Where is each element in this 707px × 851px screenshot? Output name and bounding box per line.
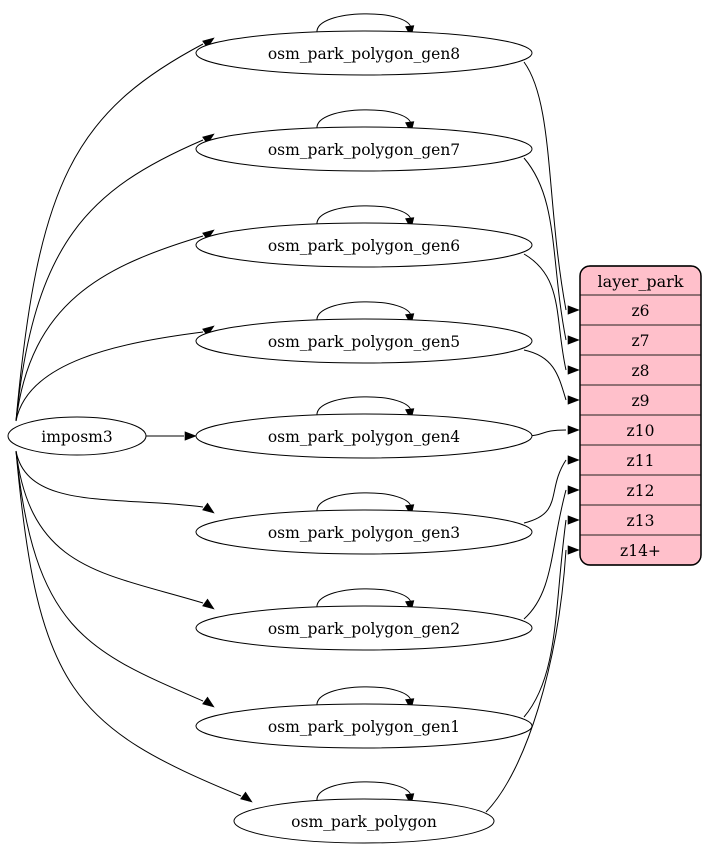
edge-imposm3-to-osm_park_polygon_gen5 <box>15 331 204 422</box>
edge-group-imposm3-to-nodes <box>15 37 253 803</box>
node-ellipse-imposm3 <box>7 416 147 456</box>
node-ellipse-osm_park_polygon_gen6 <box>195 222 533 268</box>
edge-arrow-icon <box>202 502 215 514</box>
edge-imposm3-to-osm_park_polygon_gen8 <box>15 43 204 422</box>
edge-imposm3-to-osm_park_polygon_gen1 <box>15 450 204 702</box>
edge-arrow-icon <box>567 545 580 555</box>
node-osm_park_polygon_gen6[interactable]: osm_park_polygon_gen6 <box>195 222 533 268</box>
self-loop-edge-osm_park_polygon_gen8 <box>316 13 412 34</box>
edge-arrow-icon <box>567 365 580 375</box>
edge-arrow-icon <box>567 455 580 465</box>
node-osm_park_polygon_gen1[interactable]: osm_park_polygon_gen1 <box>195 703 533 749</box>
node-imposm3[interactable]: imposm3 <box>7 416 147 456</box>
edge-osm_park_polygon_gen7-to-z7 <box>523 157 567 341</box>
self-loop-edge-osm_park_polygon_gen6 <box>316 205 412 226</box>
edge-arrow-icon <box>567 305 580 315</box>
node-group-polygons: osm_park_polygon_gen8 osm_park_polygon_ge… <box>195 30 533 844</box>
edge-imposm3-to-osm_park_polygon_gen7 <box>15 139 204 422</box>
edge-osm_park_polygon_gen5-to-z9 <box>523 349 567 401</box>
node-ellipse-osm_park_polygon_gen8 <box>195 30 533 76</box>
edge-arrow-icon <box>184 431 197 441</box>
node-ellipse-osm_park_polygon_gen5 <box>195 318 533 364</box>
node-ellipse-osm_park_polygon_gen1 <box>195 703 533 749</box>
node-ellipse-osm_park_polygon_gen7 <box>195 126 533 172</box>
edge-arrow-icon <box>202 598 215 610</box>
edge-arrow-icon <box>202 133 215 145</box>
edge-osm_park_polygon_gen2-to-z12 <box>523 489 567 620</box>
edge-imposm3-to-osm_park_polygon_gen6 <box>15 235 204 422</box>
edge-osm_park_polygon_gen8-to-z6 <box>523 61 567 311</box>
edge-imposm3-to-osm_park_polygon_gen2 <box>15 450 204 604</box>
edge-arrow-icon <box>202 37 215 49</box>
edge-imposm3-to-osm_park_polygon_gen3 <box>15 450 204 508</box>
layer-park-table-border <box>579 265 702 566</box>
node-osm_park_polygon_gen2[interactable]: osm_park_polygon_gen2 <box>195 605 533 651</box>
node-ellipse-osm_park_polygon_gen3 <box>195 509 533 555</box>
self-loop-edge-osm_park_polygon_gen3 <box>316 492 412 513</box>
edge-osm_park_polygon_gen3-to-z11 <box>523 459 567 524</box>
edge-osm_park_polygon_gen1-to-z13 <box>523 519 567 718</box>
edge-imposm3-to-osm_park_polygon <box>15 450 242 797</box>
edge-osm_park_polygon_gen6-to-z8 <box>523 253 567 371</box>
node-osm_park_polygon_gen3[interactable]: osm_park_polygon_gen3 <box>195 509 533 555</box>
edge-arrow-icon <box>202 325 215 337</box>
edge-arrow-icon <box>567 515 580 525</box>
edge-arrow-icon <box>240 791 253 803</box>
self-loop-edge-osm_park_polygon_gen1 <box>316 686 412 707</box>
self-loop-edge-osm_park_polygon_gen5 <box>316 301 412 322</box>
node-osm_park_polygon_gen4[interactable]: osm_park_polygon_gen4 <box>195 413 533 459</box>
self-loop-edge-osm_park_polygon_gen7 <box>316 109 412 130</box>
node-ellipse-osm_park_polygon_gen4 <box>195 413 533 459</box>
edge-group-nodes-to-table <box>485 61 580 813</box>
edge-osm_park_polygon-to-z14+ <box>485 549 567 813</box>
edge-arrow-icon <box>202 696 215 708</box>
edge-arrow-icon <box>567 485 580 495</box>
node-osm_park_polygon_gen5[interactable]: osm_park_polygon_gen5 <box>195 318 533 364</box>
node-osm_park_polygon[interactable]: osm_park_polygon <box>233 798 495 844</box>
self-loop-edge-osm_park_polygon_gen2 <box>316 588 412 609</box>
self-loop-edge-osm_park_polygon_gen4 <box>316 396 412 417</box>
node-osm_park_polygon_gen7[interactable]: osm_park_polygon_gen7 <box>195 126 533 172</box>
edge-arrow-icon <box>567 335 580 345</box>
edge-arrow-icon <box>567 425 580 435</box>
node-osm_park_polygon_gen8[interactable]: osm_park_polygon_gen8 <box>195 30 533 76</box>
node-group-source: imposm3 <box>7 416 147 456</box>
node-ellipse-osm_park_polygon <box>233 798 495 844</box>
edge-arrow-icon <box>567 395 580 405</box>
self-loop-edge-osm_park_polygon <box>316 781 412 802</box>
node-ellipse-osm_park_polygon_gen2 <box>195 605 533 651</box>
edge-arrow-icon <box>202 229 215 241</box>
